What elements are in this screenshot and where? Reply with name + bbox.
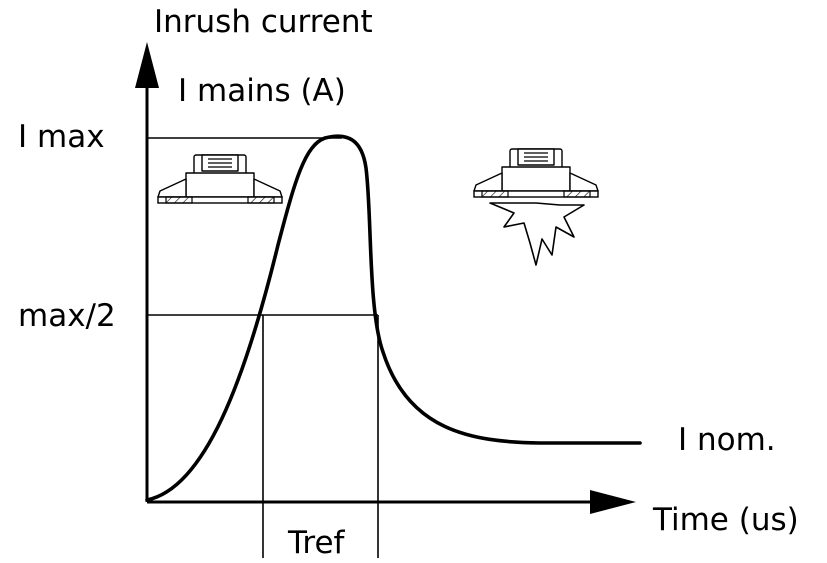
mounted-component-icon (157, 154, 283, 204)
x-axis-label: Time (us) (652, 502, 799, 538)
curve-end-label: I nom. (678, 422, 776, 458)
y-label-imax: I max (18, 119, 105, 155)
chart-title-line2: I mains (A) (178, 73, 346, 109)
failing-component-spark-icon (473, 148, 599, 266)
inrush-current-curve (145, 134, 642, 502)
y-axis-arrowhead (135, 42, 159, 88)
chart-title-line1: Inrush current (154, 4, 373, 40)
spark-icon (489, 202, 585, 266)
tref-label: Tref (287, 525, 346, 561)
x-axis-arrowhead (590, 490, 636, 514)
y-label-half-max: max/2 (18, 298, 116, 334)
